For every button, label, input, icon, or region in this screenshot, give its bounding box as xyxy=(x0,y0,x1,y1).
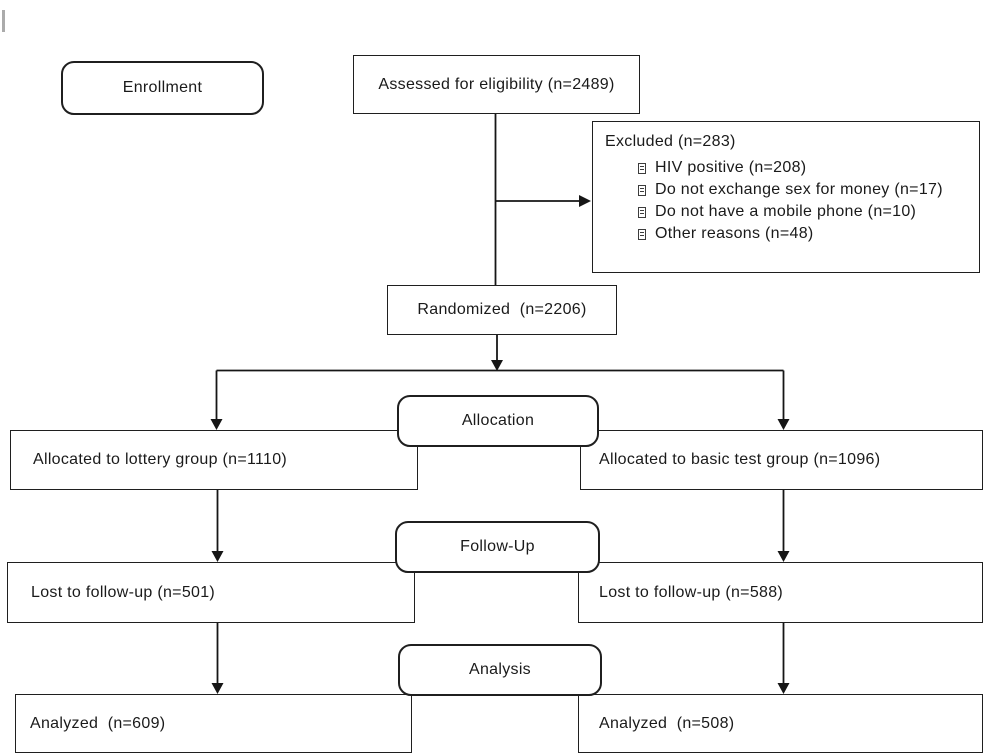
randomized-box: Randomized (n=2206) xyxy=(387,285,617,335)
allocated-basic-test-label: Allocated to basic test group (n=1096) xyxy=(599,451,881,468)
assessed-box: Assessed for eligibility (n=2489) xyxy=(353,55,640,114)
analysis-stage-label: Analysis xyxy=(469,661,531,678)
enrollment-stage-box: Enrollment xyxy=(61,61,264,115)
excluded-item: HIV positive (n=208) xyxy=(638,157,971,179)
randomized-label: Randomized (n=2206) xyxy=(417,301,587,318)
followup-stage-box: Follow-Up xyxy=(395,521,600,573)
excluded-title: Excluded (n=283) xyxy=(605,133,736,150)
excluded-item: Do not have a mobile phone (n=10) xyxy=(638,201,971,223)
allocation-stage-box: Allocation xyxy=(397,395,599,447)
square-bullet-icon xyxy=(638,184,646,196)
excluded-item-label: HIV positive (n=208) xyxy=(655,159,807,176)
followup-stage-label: Follow-Up xyxy=(460,538,535,555)
allocated-lottery-box: Allocated to lottery group (n=1110) xyxy=(10,430,418,490)
allocation-stage-label: Allocation xyxy=(461,412,535,429)
enrollment-stage-label: Enrollment xyxy=(122,79,203,96)
allocated-basic-test-box: Allocated to basic test group (n=1096) xyxy=(580,430,983,490)
analyzed-right-box: Analyzed (n=508) xyxy=(578,694,983,753)
lost-followup-left-box: Lost to follow-up (n=501) xyxy=(7,562,415,623)
excluded-box: Excluded (n=283) HIV positive (n=208) Do… xyxy=(592,121,980,273)
analyzed-left-box: Analyzed (n=609) xyxy=(15,694,412,753)
excluded-item-label: Other reasons (n=48) xyxy=(655,225,814,242)
excluded-item: Other reasons (n=48) xyxy=(638,223,971,245)
lost-followup-left-label: Lost to follow-up (n=501) xyxy=(31,583,216,601)
analyzed-right-label: Analyzed (n=508) xyxy=(599,714,735,732)
square-bullet-icon xyxy=(638,228,646,240)
lost-followup-right-label: Lost to follow-up (n=588) xyxy=(599,583,784,601)
square-bullet-icon xyxy=(638,206,646,218)
analyzed-left-label: Analyzed (n=609) xyxy=(30,714,166,732)
assessed-label: Assessed for eligibility (n=2489) xyxy=(378,75,615,93)
square-bullet-icon xyxy=(638,162,646,174)
excluded-item-label: Do not have a mobile phone (n=10) xyxy=(655,203,917,220)
allocated-lottery-label: Allocated to lottery group (n=1110) xyxy=(33,451,288,468)
lost-followup-right-box: Lost to follow-up (n=588) xyxy=(578,562,983,623)
analysis-stage-box: Analysis xyxy=(398,644,602,696)
excluded-item-label: Do not exchange sex for money (n=17) xyxy=(655,181,943,198)
excluded-item: Do not exchange sex for money (n=17) xyxy=(638,179,971,201)
text-cursor-artifact xyxy=(2,10,5,32)
